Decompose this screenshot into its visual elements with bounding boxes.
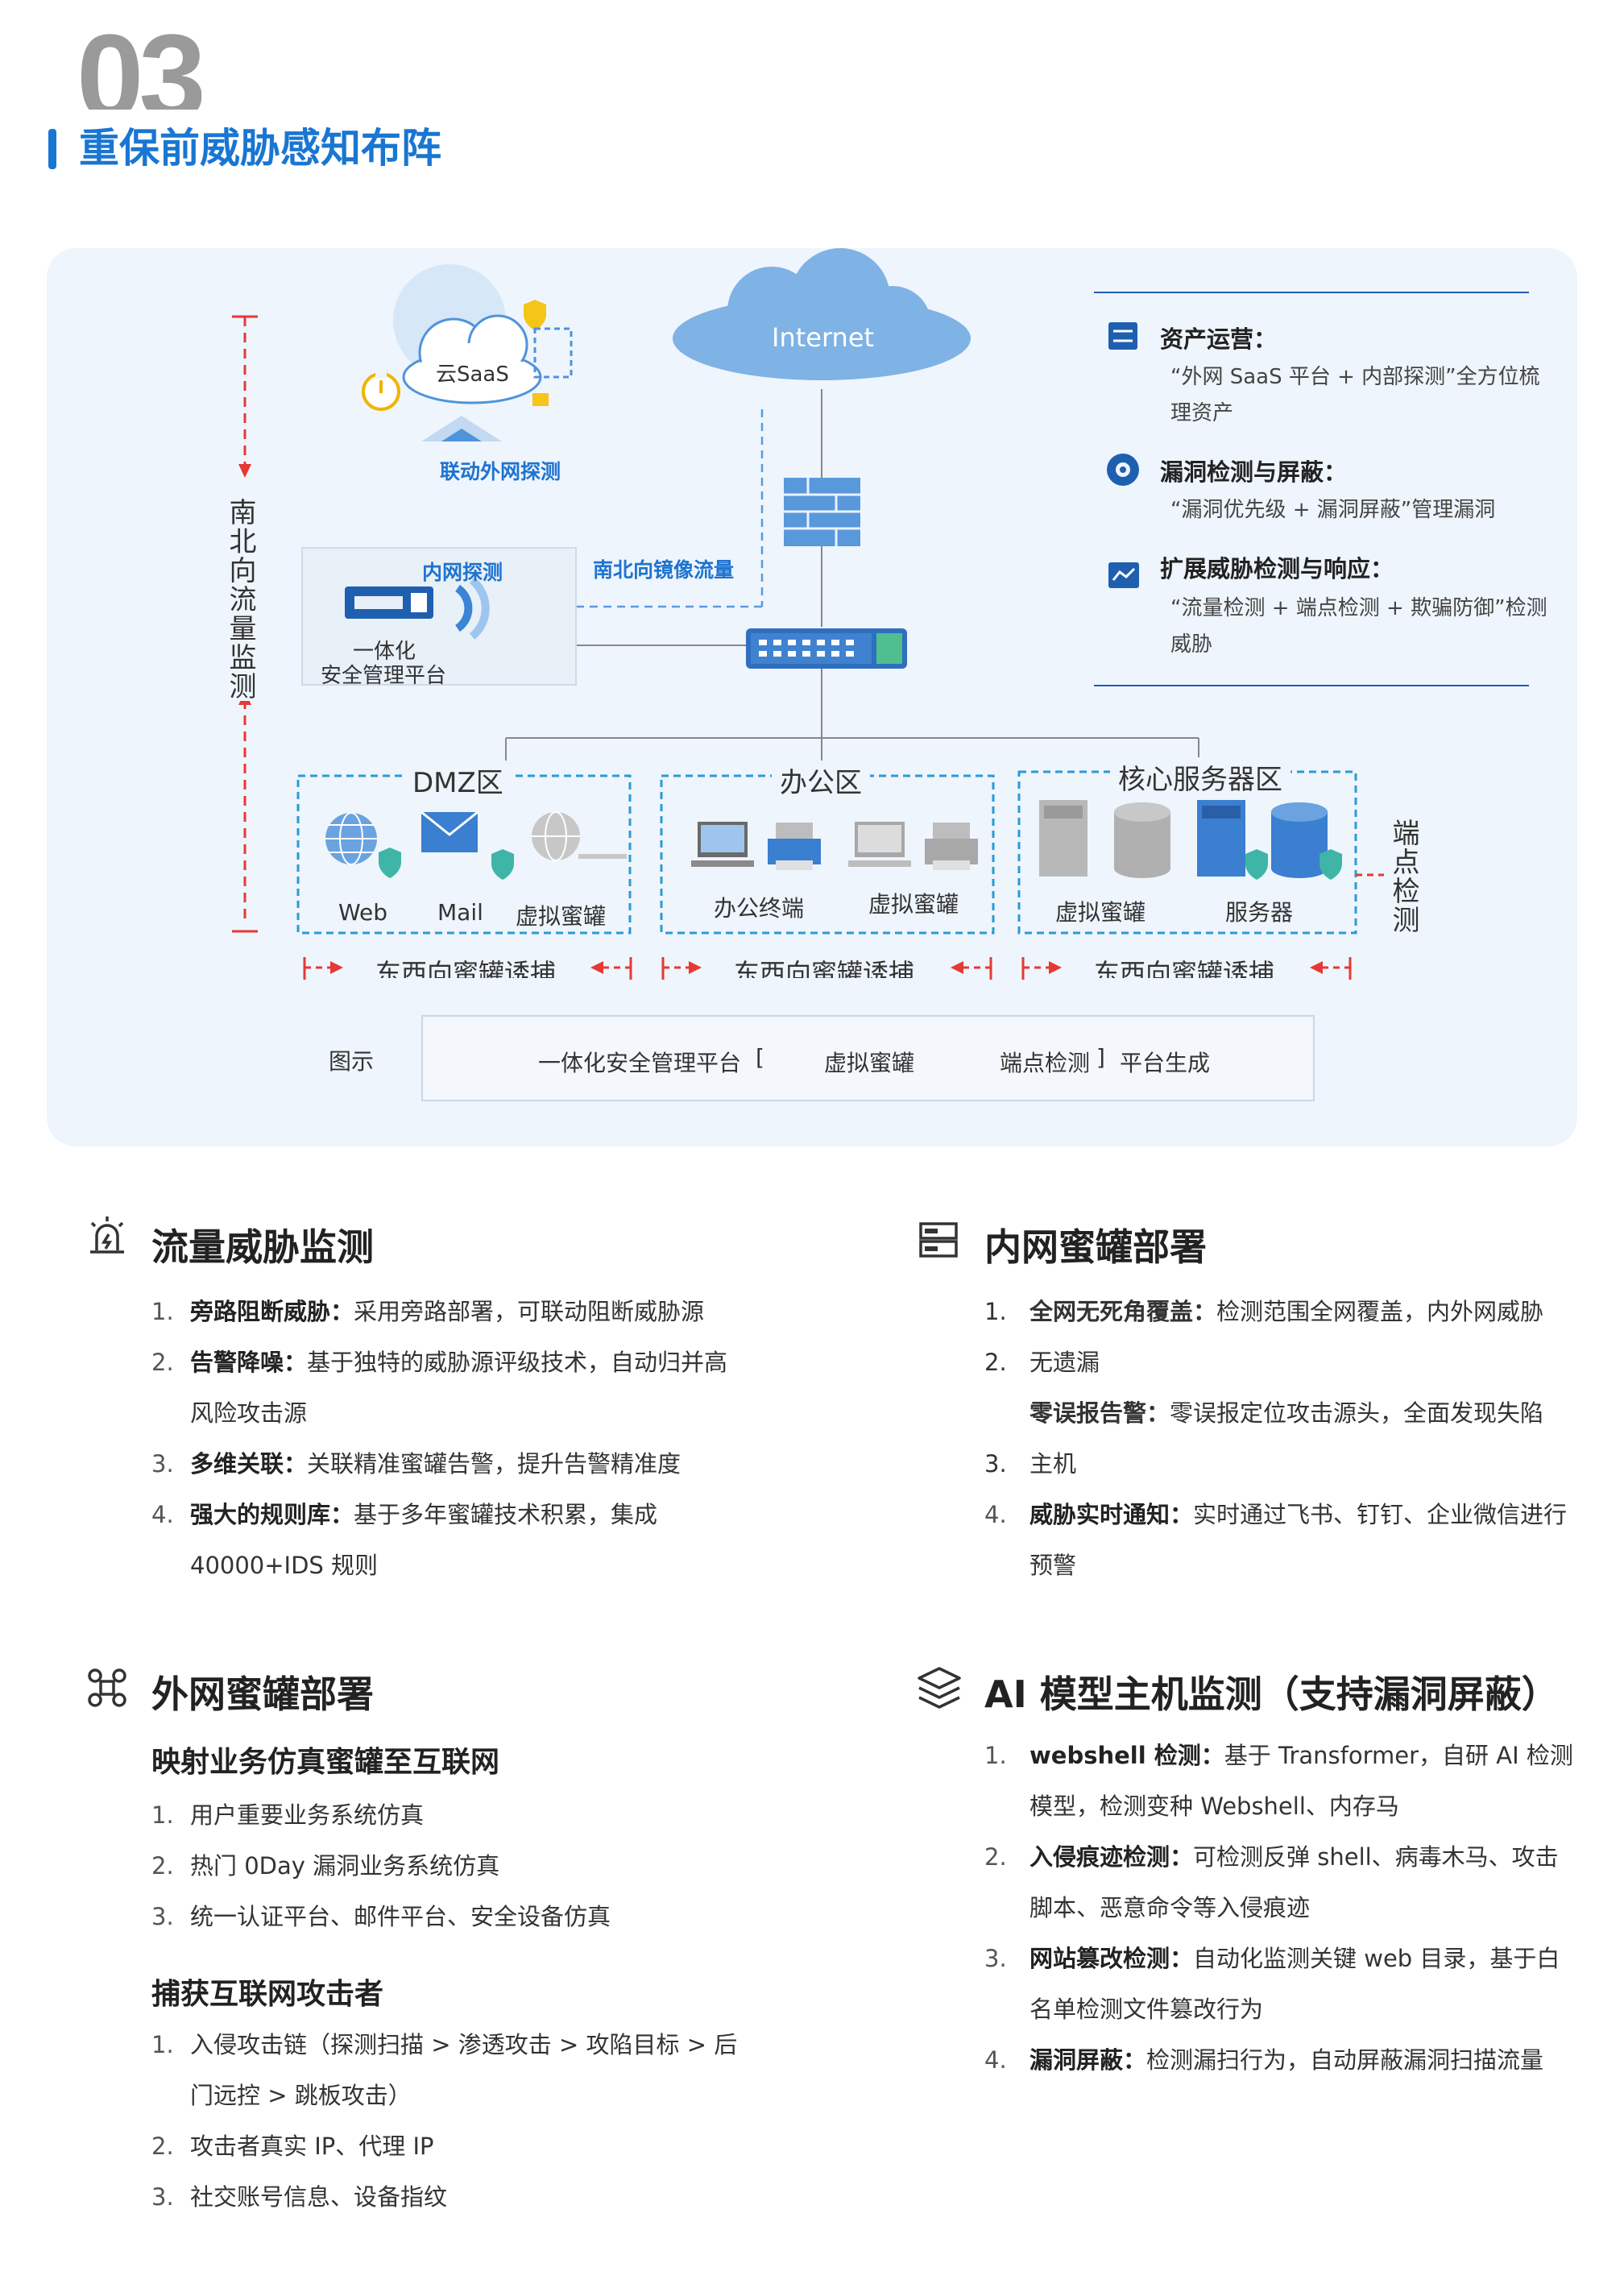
ns-monitor-label: 南北向流量监测 <box>221 498 260 701</box>
core-honeypot-label: 虚拟蜜罐 <box>1055 899 1146 926</box>
network-diagram: Internet 云SaaS 联动外网探测 内网探测 南北向镜像流量 一体化 安… <box>47 248 1577 1146</box>
server-rack-icon <box>919 1222 958 1258</box>
intranet-probe-label: 内网探测 <box>422 561 503 584</box>
ew-honeypot-office: 东西向蜜罐诱捕 <box>734 958 915 978</box>
platform-label-2: 安全管理平台 <box>321 664 447 688</box>
alarm-icon <box>90 1217 124 1254</box>
legend-platform: 一体化安全管理平台 <box>538 1050 742 1076</box>
external-section-title: 外网蜜罐部署 <box>151 1672 374 1716</box>
external-sub-title-2: 捕获互联网攻击者 <box>151 1978 384 2011</box>
feature-asset-title: 资产运营： <box>1160 325 1278 353</box>
legend-bracket-open: [ <box>756 1044 764 1071</box>
external-sub-title-1: 映射业务仿真蜜罐至互联网 <box>151 1746 500 1779</box>
feature-xdr-desc: “流量检测 + 端点检测 + 欺骗防御”检测威胁 <box>1170 596 1547 657</box>
platform-label-1: 一体化 <box>353 640 416 664</box>
layers-icon <box>918 1667 961 1709</box>
legend-bracket-close: ] <box>1096 1044 1105 1071</box>
feature-vuln-title: 漏洞检测与屏蔽： <box>1160 458 1348 486</box>
zone-dmz-title: DMZ区 <box>404 761 512 800</box>
intranet-line-4: 3. 主机 <box>984 1450 1077 1478</box>
page-title: 重保前威胁感知布阵 <box>79 125 441 172</box>
mirror-traffic-label: 南北向镜像流量 <box>593 558 735 582</box>
ew-honeypot-core: 东西向蜜罐诱捕 <box>1094 958 1275 978</box>
legend-box <box>421 1015 1315 1101</box>
cloud-caption: 联动外网探测 <box>440 460 561 483</box>
drone-icon <box>88 1668 126 1707</box>
intranet-line-1: 1. 全网无死角覆盖：检测范围全网覆盖，内外网威胁 <box>984 1298 1544 1325</box>
office-terminal-label: 办公终端 <box>714 895 805 922</box>
ai-section-title: AI 模型主机监测（支持漏洞屏蔽） <box>984 1672 1559 1716</box>
internet-label: Internet <box>772 322 875 353</box>
endpoint-detect-label: 端点检测 <box>1387 819 1419 935</box>
zone-core-title: 核心服务器区 <box>1110 757 1290 797</box>
legend-generated: 平台生成 <box>1120 1050 1211 1076</box>
dmz-mail-label: Mail <box>437 899 483 926</box>
core-server-label: 服务器 <box>1225 899 1294 926</box>
intranet-line-2: 2. 无遗漏 <box>984 1349 1100 1376</box>
ew-honeypot-dmz: 东西向蜜罐诱捕 <box>375 958 557 978</box>
legend-label: 图示 <box>329 1048 375 1075</box>
legend-honeypot: 虚拟蜜罐 <box>824 1050 915 1076</box>
intranet-section-title: 内网蜜罐部署 <box>984 1225 1207 1269</box>
legend-endpoint: 端点检测 <box>1000 1050 1091 1076</box>
section-number: 03 <box>77 32 201 110</box>
feature-xdr-title: 扩展威胁检测与响应： <box>1160 555 1394 582</box>
feature-vuln-desc: “漏洞优先级 + 漏洞屏蔽”管理漏洞 <box>1170 498 1496 522</box>
cloud-saas-label: 云SaaS <box>436 363 509 387</box>
office-honeypot-label: 虚拟蜜罐 <box>868 891 959 918</box>
title-accent-bar <box>48 129 56 169</box>
intranet-line-3: 零误报告警：零误报定位攻击源头，全面发现失陷 <box>1030 1399 1544 1427</box>
traffic-section-title: 流量威胁监测 <box>151 1225 374 1269</box>
zone-office-title: 办公区 <box>772 761 870 800</box>
dmz-honeypot-label: 虚拟蜜罐 <box>516 903 607 930</box>
dmz-web-label: Web <box>338 899 388 926</box>
feature-asset-desc: “外网 SaaS 平台 + 内部探测”全方位梳理资产 <box>1170 365 1540 425</box>
